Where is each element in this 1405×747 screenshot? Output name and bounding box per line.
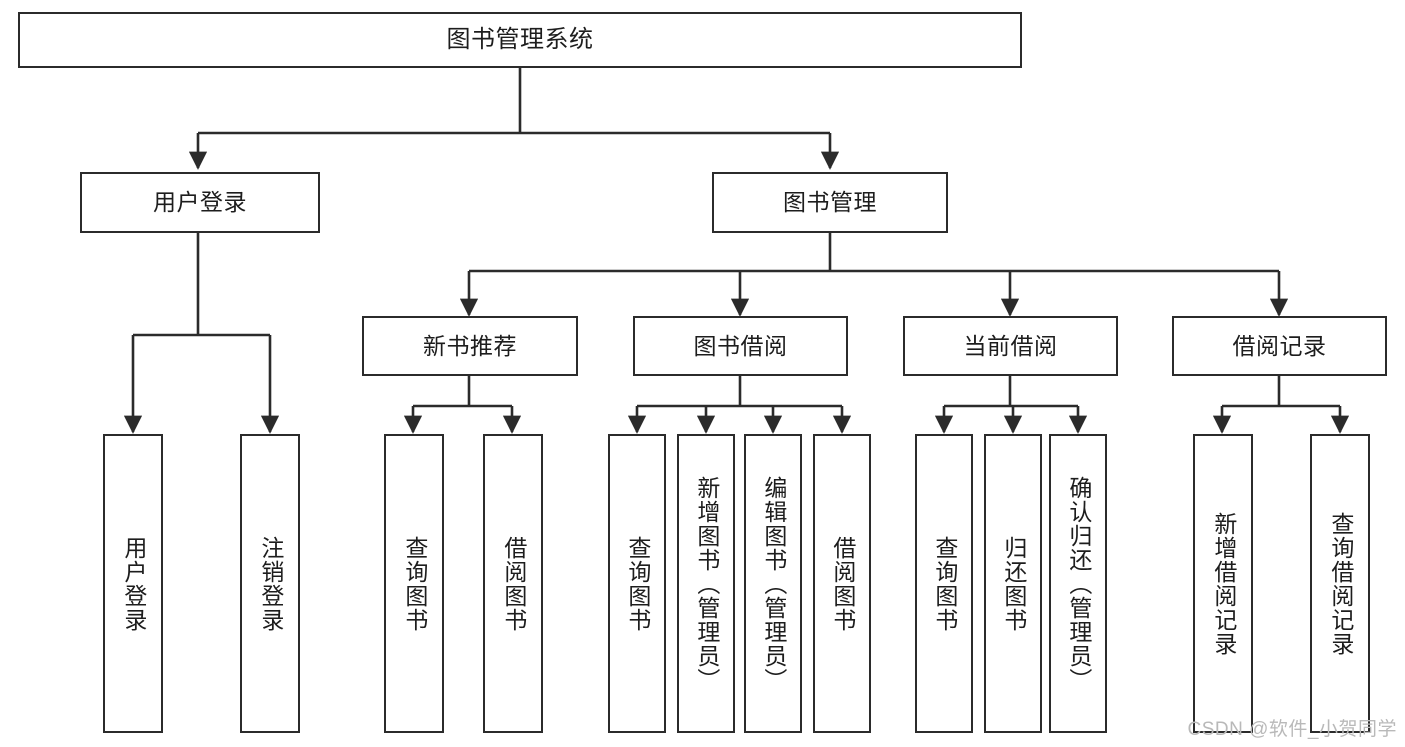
node-book-management[interactable]: 图书管理 bbox=[712, 172, 948, 233]
node-new-book-recommend[interactable]: 新书推荐 bbox=[362, 316, 578, 376]
node-label: 确认归还（管理员） bbox=[1065, 475, 1092, 692]
node-current-borrow[interactable]: 当前借阅 bbox=[903, 316, 1118, 376]
leaf-current-confirm-return-admin[interactable]: 确认归还（管理员） bbox=[1049, 434, 1107, 733]
node-label: 用户登录 bbox=[153, 189, 247, 216]
node-label: 图书借阅 bbox=[693, 332, 788, 359]
leaf-current-return-book[interactable]: 归还图书 bbox=[984, 434, 1042, 733]
node-book-borrow[interactable]: 图书借阅 bbox=[633, 316, 848, 376]
node-label: 新增图书（管理员） bbox=[693, 475, 720, 692]
leaf-record-query-borrow-record[interactable]: 查询借阅记录 bbox=[1310, 434, 1370, 733]
csdn-watermark: CSDN @软件_小贺同学 bbox=[1187, 719, 1397, 740]
node-label: 借阅记录 bbox=[1232, 332, 1327, 359]
node-label: 查询图书 bbox=[401, 535, 428, 632]
leaf-recommend-borrow-book[interactable]: 借阅图书 bbox=[483, 434, 543, 733]
node-label: 查询借阅记录 bbox=[1327, 511, 1354, 656]
node-label: 图书管理系统 bbox=[446, 26, 594, 54]
leaf-borrow-edit-book-admin[interactable]: 编辑图书（管理员） bbox=[744, 434, 802, 733]
node-label: 借阅图书 bbox=[500, 535, 527, 632]
leaf-borrow-borrow-book[interactable]: 借阅图书 bbox=[813, 434, 871, 733]
node-borrow-record[interactable]: 借阅记录 bbox=[1172, 316, 1387, 376]
leaf-borrow-query-book[interactable]: 查询图书 bbox=[608, 434, 666, 733]
node-user-login[interactable]: 用户登录 bbox=[80, 172, 320, 233]
node-label: 归还图书 bbox=[1000, 535, 1027, 632]
node-label: 查询图书 bbox=[931, 535, 958, 632]
leaf-record-add-borrow-record[interactable]: 新增借阅记录 bbox=[1193, 434, 1253, 733]
node-label: 新增借阅记录 bbox=[1210, 511, 1237, 656]
leaf-borrow-add-book-admin[interactable]: 新增图书（管理员） bbox=[677, 434, 735, 733]
leaf-user-logout[interactable]: 注销登录 bbox=[240, 434, 300, 733]
node-label: 用户登录 bbox=[120, 535, 147, 632]
leaf-current-query-book[interactable]: 查询图书 bbox=[915, 434, 973, 733]
node-label: 图书管理 bbox=[783, 189, 877, 216]
node-label: 当前借阅 bbox=[963, 332, 1058, 359]
node-label: 注销登录 bbox=[257, 535, 284, 632]
leaf-user-login[interactable]: 用户登录 bbox=[103, 434, 163, 733]
node-label: 借阅图书 bbox=[829, 535, 856, 632]
node-root-system[interactable]: 图书管理系统 bbox=[18, 12, 1022, 68]
node-label: 编辑图书（管理员） bbox=[760, 475, 787, 692]
node-label: 新书推荐 bbox=[423, 332, 517, 359]
node-label: 查询图书 bbox=[624, 535, 651, 632]
leaf-recommend-query-book[interactable]: 查询图书 bbox=[384, 434, 444, 733]
